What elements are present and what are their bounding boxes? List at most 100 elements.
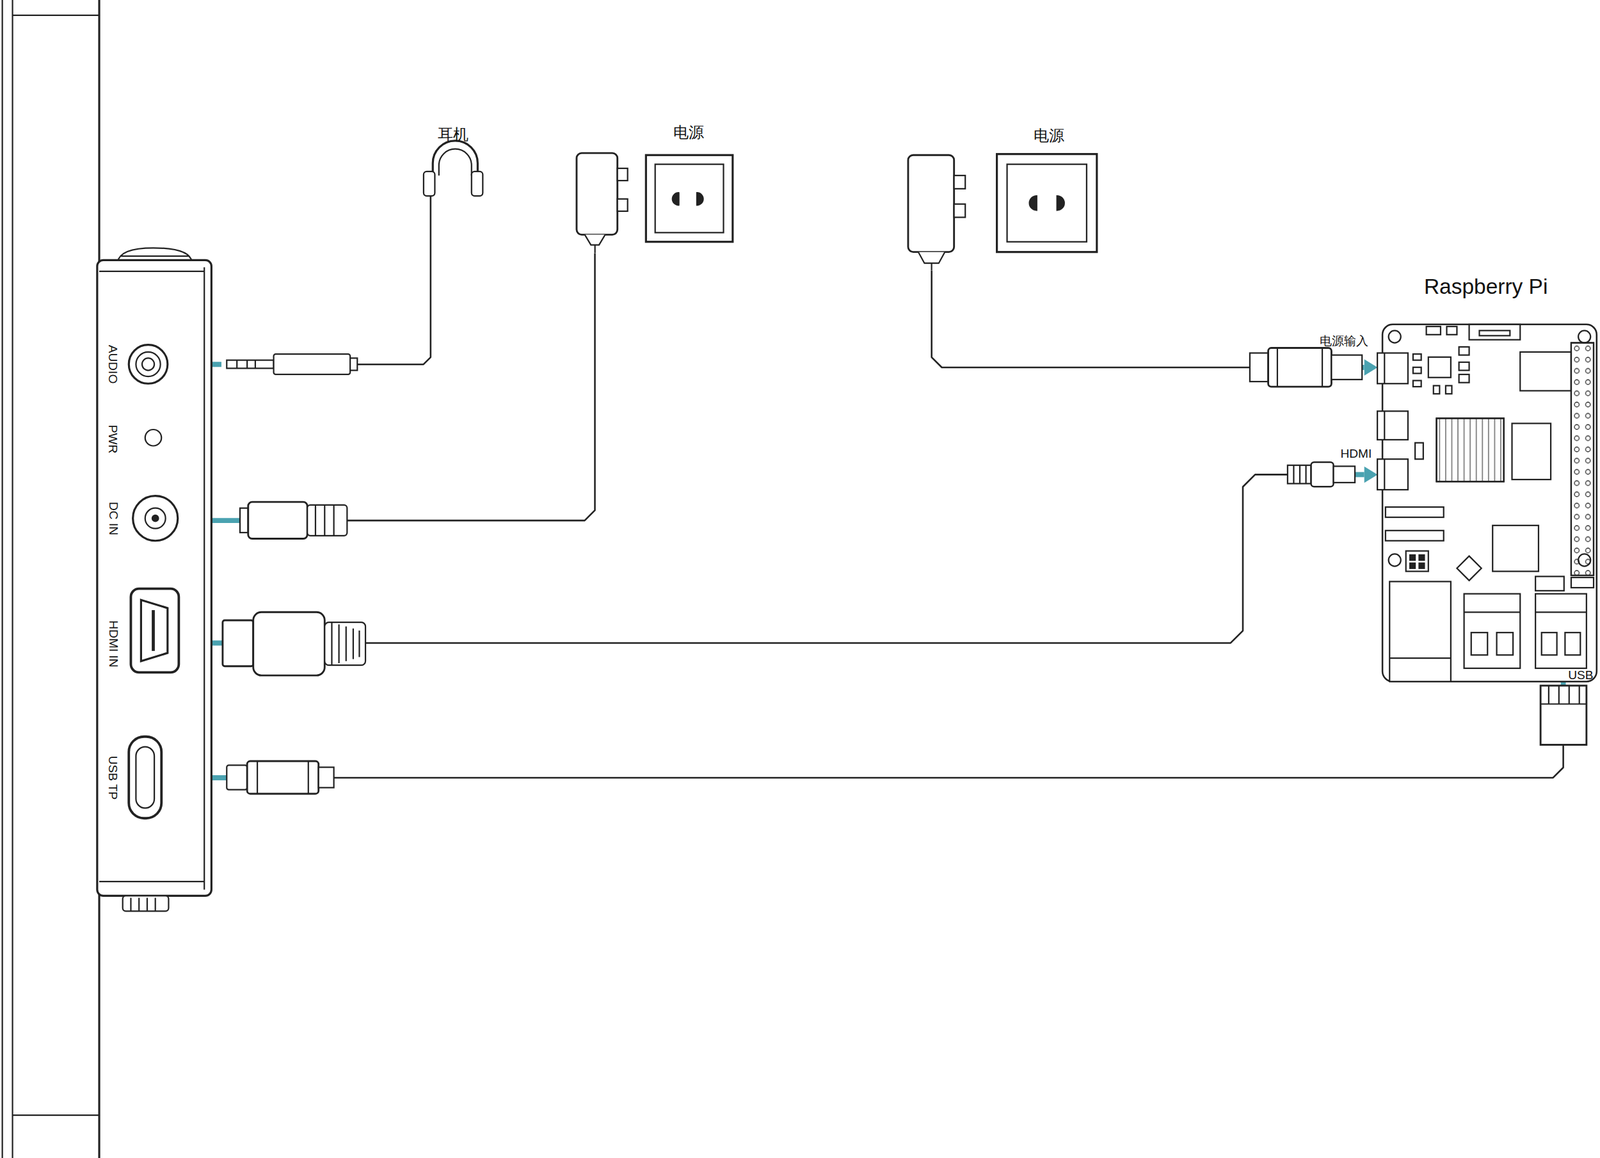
raspberry-pi-board	[1409, 554, 1416, 560]
headphones	[439, 149, 472, 176]
headphones	[471, 171, 484, 196]
monitor-housing	[122, 895, 169, 911]
cable-plug	[314, 504, 317, 536]
cable-plug	[1578, 685, 1581, 704]
raspberry-pi-board	[1459, 374, 1470, 383]
label-text: AUDIO	[106, 344, 121, 384]
power-adapter	[576, 152, 618, 235]
power-adapter	[617, 199, 628, 212]
cable-plug	[222, 620, 254, 667]
cable-plug	[307, 504, 347, 536]
monitor-housing	[12, 14, 100, 16]
raspberry-pi-board	[1389, 657, 1451, 659]
label-text: Raspberry Pi	[1424, 274, 1548, 300]
raspberry-pi-board	[1426, 326, 1441, 335]
cable-plug	[350, 357, 358, 370]
wall-socket	[1057, 195, 1065, 210]
power-adapter	[918, 252, 945, 264]
cable-plug	[246, 360, 248, 369]
cable-plug	[1331, 355, 1362, 380]
wall-socket	[696, 192, 698, 205]
panel-ports	[151, 609, 155, 651]
cable-plug	[273, 353, 351, 375]
raspberry-pi-board	[1433, 385, 1440, 394]
cable-plug	[1548, 685, 1550, 704]
raspberry-pi-board	[1535, 611, 1587, 613]
port: PWR	[99, 418, 164, 458]
monitor-housing	[203, 267, 205, 890]
raspberry-pi-board	[1418, 554, 1424, 560]
cable-plug	[345, 626, 347, 662]
cable-plug	[1333, 465, 1355, 483]
raspberry-pi-board	[1428, 357, 1451, 378]
raspberry-pi-board	[1413, 380, 1422, 387]
panel-ports	[145, 429, 162, 447]
panel-ports	[145, 508, 166, 529]
raspberry-pi-board	[1389, 581, 1451, 681]
cable-plug	[1287, 465, 1312, 484]
cable-plug	[333, 504, 335, 536]
label-text: PWR	[106, 424, 121, 454]
raspberry-pi-board	[1578, 330, 1591, 343]
raspberry-pi-board	[1571, 343, 1594, 576]
port: AUDIO	[99, 334, 174, 394]
wall-socket	[997, 154, 1097, 253]
cable-plug	[256, 760, 258, 794]
raspberry-pi-board	[1571, 343, 1594, 576]
raspberry-pi-board	[1418, 563, 1424, 569]
cable-plug	[1558, 685, 1560, 704]
label-text: DC IN	[106, 501, 121, 536]
cable-plug	[226, 764, 248, 790]
cable-wire	[357, 195, 431, 365]
cable-connector	[179, 252, 596, 529]
raspberry-pi-board	[1445, 385, 1453, 394]
raspberry-pi-board	[1456, 556, 1481, 581]
panel-ports	[152, 515, 159, 522]
wall-socket	[645, 154, 733, 242]
port: HDMI	[1377, 458, 1408, 490]
headphones	[423, 140, 483, 196]
power-adapter	[584, 234, 606, 246]
power-adapter	[908, 154, 955, 252]
power-adapter	[954, 204, 966, 218]
port: USB	[1537, 612, 1588, 666]
raspberry-pi-board	[1377, 324, 1597, 682]
monitor-housing	[12, 1114, 100, 1116]
raspberry-pi-board	[1377, 410, 1408, 440]
cable-plug	[358, 630, 360, 657]
monitor-housing	[120, 255, 190, 257]
cable-plug	[323, 504, 326, 536]
raspberry-pi-board	[1413, 353, 1422, 361]
raspberry-pi-board	[1459, 346, 1470, 356]
power-adapter	[576, 152, 966, 271]
raspberry-pi-board	[1492, 525, 1539, 572]
cable-plug	[307, 760, 310, 794]
cable-plug	[1311, 462, 1334, 487]
monitor-housing	[1, 0, 4, 1158]
cable-plug	[1268, 347, 1332, 387]
raspberry-pi-board	[1469, 324, 1521, 340]
cable-plug	[352, 628, 354, 660]
label-text: 电源	[1033, 126, 1065, 145]
raspberry-pi-board	[1464, 593, 1521, 669]
label-text: USB TP	[106, 755, 121, 800]
cable-plug	[247, 760, 319, 794]
raspberry-pi-board	[1535, 576, 1565, 591]
cable-plug	[337, 624, 340, 664]
cable-plug	[236, 360, 238, 369]
board: Raspberry Pi电源输入HDMIUSB	[1382, 324, 1597, 682]
label-text: 电源输入	[1319, 334, 1369, 349]
monitor-housing	[154, 897, 157, 912]
panel-ports	[140, 599, 168, 662]
cable-plug	[1249, 352, 1269, 382]
monitor-housing	[129, 897, 132, 912]
headphones	[423, 171, 436, 196]
cable-plug	[318, 767, 335, 788]
panel-ports	[135, 352, 160, 377]
raspberry-pi-board	[1388, 553, 1401, 566]
cable-plug	[1304, 465, 1307, 484]
panel-ports	[135, 746, 155, 809]
cable-plug	[254, 360, 256, 369]
